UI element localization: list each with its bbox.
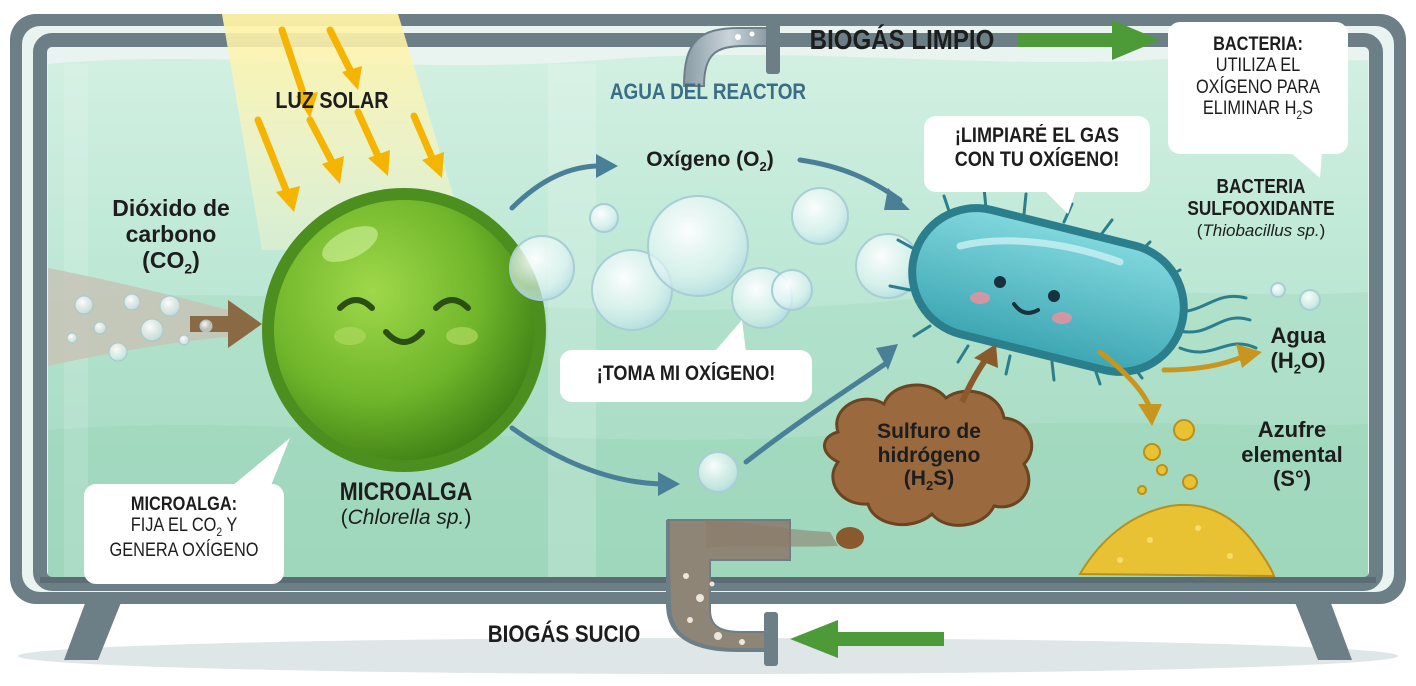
algae-speech-bubble: ¡TOMA MI OXÍGENO! — [596, 362, 776, 385]
bacteria-cell — [888, 186, 1258, 386]
microalga-label: MICROALGA (Chlorella sp.) — [339, 478, 473, 529]
microalga-info-box: MICROALGA: FIJA EL CO2 Y GENERA OXÍGENO — [109, 494, 259, 561]
oxygen-bubbles — [509, 187, 1321, 493]
flow-arrows — [509, 157, 903, 487]
co2-label: Dióxido de carbono (CO2) — [112, 195, 230, 277]
reactor-water-label: AGUA DEL REACTOR — [609, 79, 807, 104]
h2s-arrow — [959, 344, 998, 404]
co2-inflow — [48, 268, 262, 366]
water-product-label: Agua (H2O) — [1270, 323, 1326, 377]
clean-biogas-label: BIOGÁS LIMPIO — [809, 24, 995, 55]
speech-bubble-shapes — [84, 22, 1348, 584]
flow-arrowheads — [596, 154, 910, 496]
product-arrows — [1097, 349, 1247, 411]
tank-leg-right — [1290, 590, 1352, 660]
clean-biogas-arrow — [1018, 20, 1160, 60]
dirty-biogas-arrow — [790, 620, 944, 658]
bacteria-info-box: BACTERIA: UTILIZA EL OXÍGENO PARA ELIMIN… — [1195, 34, 1321, 122]
dirty-biogas-label: BIOGÁS SUCIO — [487, 621, 641, 648]
bacteria-label: BACTERIA SULFOOXIDANTE (Thiobacillus sp.… — [1187, 176, 1335, 240]
microalga-cell — [262, 188, 546, 472]
h2s-cloud — [823, 383, 1034, 527]
h2s-label: Sulfuro de hidrógeno (H2S) — [877, 420, 981, 494]
sulfur-deposit — [1078, 419, 1276, 578]
sunlight-label: LUZ SOLAR — [275, 87, 389, 113]
dirty-biogas-pipe — [666, 519, 791, 666]
bacteria-speech-bubble: ¡LIMPIARÉ EL GAS CON TU OXÍGENO! — [954, 124, 1120, 171]
tank-leg-left — [64, 590, 126, 660]
sun-arrows — [254, 26, 444, 212]
sulfur-label: Azufre elemental (S°) — [1241, 417, 1343, 492]
oxygen-label: Oxígeno (O2) — [646, 148, 774, 175]
clean-biogas-pipe — [682, 16, 780, 87]
